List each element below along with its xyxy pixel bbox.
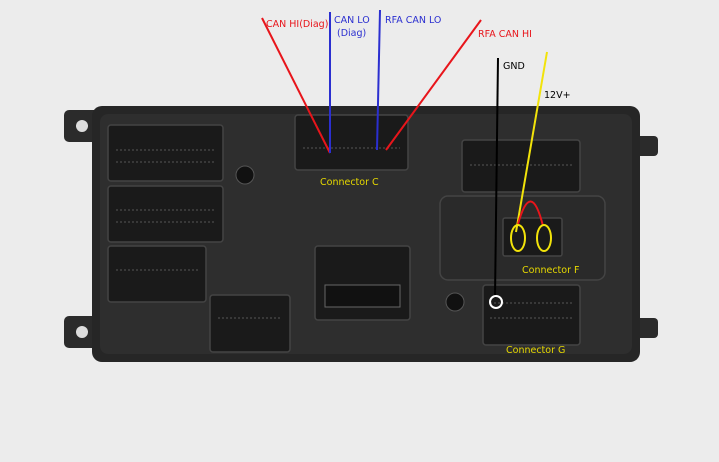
label-connector-c: Connector C (320, 177, 379, 188)
wire-gnd (494, 57, 499, 299)
label-rfa-can-lo: RFA CAN LO (385, 15, 441, 26)
wire-rfa-can-lo (376, 9, 381, 151)
bolt (235, 165, 255, 185)
label-connector-f: Connector F (522, 265, 579, 276)
label-can-lo-diag: CAN LO (334, 15, 370, 26)
wire-jumper (517, 200, 544, 227)
label-can-hi-diag: CAN HI(Diag) (266, 19, 328, 30)
wires (261, 9, 552, 309)
connector-pins (116, 147, 572, 319)
label-gnd: GND (503, 61, 525, 72)
wire-can-hi-diag (261, 17, 331, 154)
label-can-lo-diag-sub: (Diag) (337, 28, 366, 39)
label-connector-g: Connector G (506, 345, 565, 356)
wire-rfa-can-hi (385, 19, 482, 151)
label-12v: 12V+ (544, 90, 571, 101)
label-rfa-can-hi: RFA CAN HI (478, 29, 532, 40)
connector-c (294, 114, 409, 171)
bolt (445, 292, 465, 312)
connector-g (482, 284, 581, 346)
wire-12v (515, 51, 548, 233)
